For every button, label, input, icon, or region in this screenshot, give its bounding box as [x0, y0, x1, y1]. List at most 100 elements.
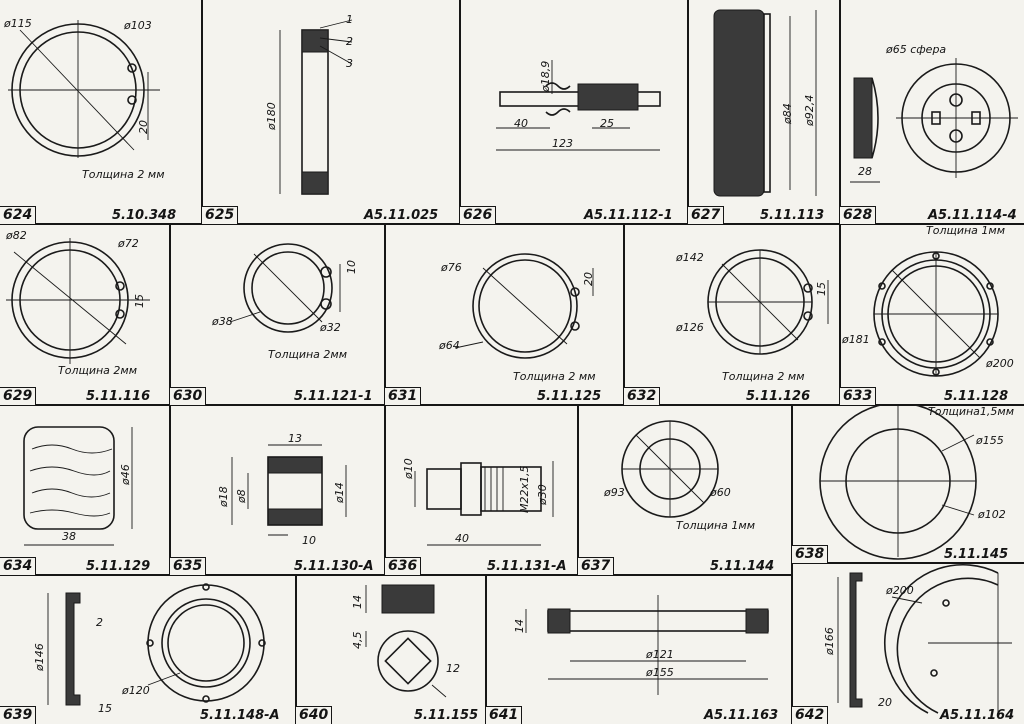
dim-633-0: ø181: [842, 333, 870, 346]
note-630: Толщина 2мм: [268, 348, 348, 361]
part-number-642: 642: [792, 706, 829, 724]
part-drawing-633: [873, 251, 999, 377]
part-number-634: 634: [0, 557, 37, 575]
part-drawing-632: [707, 249, 829, 355]
dim-630-1: ø38: [212, 315, 233, 328]
dim-627-0: ø84: [781, 103, 794, 124]
dim-632-2: ø126: [676, 321, 704, 334]
part-cell-624: ø115 ø103 20 Толщина 2 мм 624 5.10.348: [0, 0, 202, 224]
dim-637-1: ø60: [710, 486, 731, 499]
part-code-632: 5.11.126: [746, 389, 811, 404]
dim-635-1: ø18: [217, 486, 230, 507]
dim-630-0: 10: [345, 260, 358, 274]
part-cell-631: ø76 20 ø64 Толщина 2 мм 631 5.11.125: [385, 224, 624, 405]
note-632: Толщина 2 мм: [722, 370, 805, 383]
dim-640-0: 14: [351, 595, 364, 609]
dim-631-0: ø76: [441, 261, 462, 274]
dim-626-1: 40: [514, 117, 528, 130]
part-code-624: 5.10.348: [112, 208, 177, 223]
dim-635-3: ø14: [333, 482, 346, 503]
part-cell-630: 10 ø38 ø32 Толщина 2мм 630 5.11.121-1: [170, 224, 385, 405]
part-code-626: А5.11.112-1: [584, 208, 673, 223]
part-drawing-636: [414, 461, 554, 546]
dim-626-2: 25: [600, 117, 614, 130]
part-cell-636: ø10 М22х1,5 ø30 40 636 5.11.131-А: [385, 405, 578, 575]
dim-629-2: 15: [133, 294, 146, 308]
part-code-638: 5.11.145: [944, 547, 1009, 562]
part-code-629: 5.11.116: [86, 389, 151, 404]
dim-630-2: ø32: [320, 321, 341, 334]
part-cell-635: 13 ø18 ø8 ø14 10 635 5.11.130-А: [170, 405, 385, 575]
part-number-627: 627: [688, 206, 725, 224]
note-624: Толщина 2 мм: [82, 168, 165, 181]
part-number-635: 635: [170, 557, 207, 575]
part-number-624: 624: [0, 206, 37, 224]
dim-635-2: ø8: [235, 489, 248, 503]
part-cell-627: ø84 ø92,4 627 5.11.113: [688, 0, 840, 224]
part-code-627: 5.11.113: [760, 208, 825, 223]
dim-635-4: 10: [302, 534, 316, 547]
note-629: Толщина 2мм: [58, 364, 138, 377]
part-drawing-625: [279, 19, 353, 195]
dim-638-0: ø155: [976, 434, 1004, 447]
note-638: Толщина1,5мм: [928, 405, 1015, 418]
dim-635-0: 13: [288, 432, 302, 445]
part-drawing-638: [819, 405, 977, 560]
dim-625-0: ø180: [265, 102, 278, 130]
part-number-633: 633: [840, 387, 877, 405]
part-code-630: 5.11.121-1: [294, 389, 373, 404]
part-number-629: 629: [0, 387, 37, 405]
part-cell-639: ø146 2 ø120 15 639 5.11.148-А: [0, 575, 296, 724]
part-drawing-642: [837, 563, 1012, 714]
part-cell-632: ø142 15 ø126 Толщина 2 мм 632 5.11.126: [624, 224, 840, 405]
dim-632-1: 15: [815, 282, 828, 296]
dim-628-0: ø65 сфера: [886, 43, 947, 56]
part-cell-626: ø18,9 40 25 123 626 А5.11.112-1: [460, 0, 688, 224]
dim-640-1: 4,5: [351, 631, 364, 650]
dim-636-3: 40: [455, 532, 469, 545]
dim-626-0: ø18,9: [539, 60, 552, 92]
dim-624-2: 20: [137, 120, 150, 134]
part-number-639: 639: [0, 706, 37, 724]
note-633: Толщина 1мм: [926, 224, 1006, 237]
part-cell-629: ø82 ø72 15 Толщина 2мм 629 5.11.116: [0, 224, 170, 405]
part-cell-642: ø166 ø200 20 642 А5.11.164: [792, 563, 1024, 724]
part-code-628: А5.11.114-4: [928, 208, 1017, 223]
part-drawing-637: [621, 420, 719, 518]
part-drawing-628: [850, 58, 1018, 183]
dim-639-0: ø146: [33, 643, 46, 671]
dim-624-1: ø103: [124, 19, 152, 32]
part-number-628: 628: [840, 206, 877, 224]
dim-636-2: ø30: [536, 484, 549, 505]
dim-634-0: ø46: [119, 464, 132, 485]
part-code-639: 5.11.148-А: [200, 708, 280, 723]
dim-638-1: ø102: [978, 508, 1006, 521]
dim-642-1: ø200: [886, 584, 914, 597]
part-drawing-624: [8, 20, 160, 158]
part-code-635: 5.11.130-А: [294, 559, 374, 574]
dim-636-0: ø10: [402, 458, 415, 479]
dim-641-1: ø121: [646, 648, 674, 661]
part-cell-637: ø93 ø60 Толщина 1мм 637 5.11.144: [578, 405, 792, 575]
part-cell-640: 14 4,5 12 640 5.11.155: [296, 575, 486, 724]
part-code-640: 5.11.155: [414, 708, 479, 723]
dim-624-0: ø115: [4, 17, 32, 30]
dim-631-2: ø64: [439, 339, 460, 352]
part-cell-641: 14 ø121 ø155 641 А5.11.163: [486, 575, 792, 724]
part-cell-638: Толщина1,5мм ø155 ø102 638 5.11.145: [792, 405, 1024, 563]
dim-625-3: 3: [346, 57, 353, 70]
part-cell-625: ø180 1 2 3 625 А5.11.025: [202, 0, 460, 224]
dim-642-2: 20: [878, 696, 892, 709]
part-drawing-640: [365, 584, 447, 698]
part-number-640: 640: [296, 706, 333, 724]
dim-640-2: 12: [446, 662, 460, 675]
part-drawing-634: [23, 426, 133, 546]
part-number-638: 638: [792, 545, 829, 563]
part-drawing-641: [525, 595, 769, 695]
part-drawing-627: [713, 9, 817, 197]
dim-639-1: 2: [96, 616, 103, 629]
dim-628-1: 28: [858, 165, 872, 178]
dim-626-3: 123: [552, 137, 573, 150]
